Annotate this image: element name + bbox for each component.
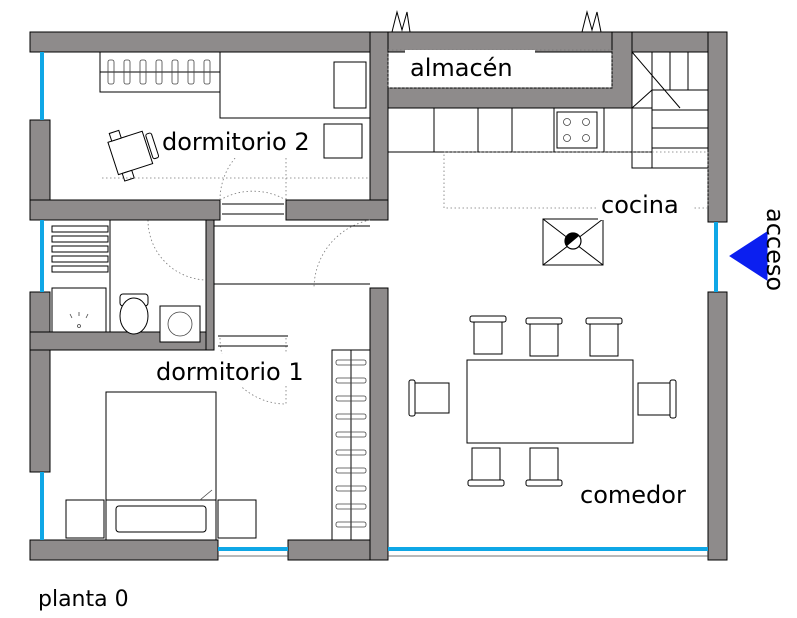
kitchen-counter [387,107,709,209]
bottom-wall-left [29,539,219,561]
chair [525,447,563,487]
nightstand-left [65,499,105,539]
right-wall-lower [707,291,728,561]
kitchen-island [542,218,604,266]
floor-caption: planta 0 [38,587,129,612]
bathroom [51,219,207,343]
storage-marker-right [581,10,602,33]
cooktop [556,111,598,149]
chair [469,315,507,355]
dining-table [466,359,634,444]
chair [585,317,623,357]
label-cocina: cocina [601,191,679,219]
left-wall-middle [29,291,51,473]
left-wall-upper [29,119,51,201]
bedroom-2-furniture [99,51,371,182]
storage-marker-left [391,10,411,33]
desk-chair [107,129,160,182]
desk [323,123,363,159]
chair [467,447,505,487]
walls [29,31,728,561]
room-labels: almacén dormitorio 2 cocina acceso dormi… [38,50,789,612]
interior-wall-upper [369,31,389,221]
toilet [119,293,149,335]
label-almacen: almacén [410,54,513,82]
chair [525,317,563,357]
bedroom2-bottom-wall-left [29,199,221,221]
chair [408,379,450,417]
access-arrow-icon [729,231,768,281]
counter-outline [387,107,653,153]
interior-wall-lower [369,287,389,561]
bathroom-right-wall [205,219,215,351]
label-comedor: comedor [580,481,686,509]
staircase [631,51,709,169]
chair [637,379,677,419]
washing-machine [159,305,201,343]
label-dormitorio-2: dormitorio 2 [162,128,310,156]
kitchen-dashed-area [443,151,709,209]
shower-tray [51,287,107,333]
bedroom2-bottom-wall-right [285,199,389,221]
bedroom-1-furniture [65,349,371,541]
door-swings [147,133,371,405]
label-dormitorio-1: dormitorio 1 [156,358,304,386]
dining-set [408,315,677,487]
nightstand-right [217,499,257,539]
right-wall-upper [707,31,728,223]
label-acceso: acceso [761,208,789,291]
windows [40,52,718,557]
